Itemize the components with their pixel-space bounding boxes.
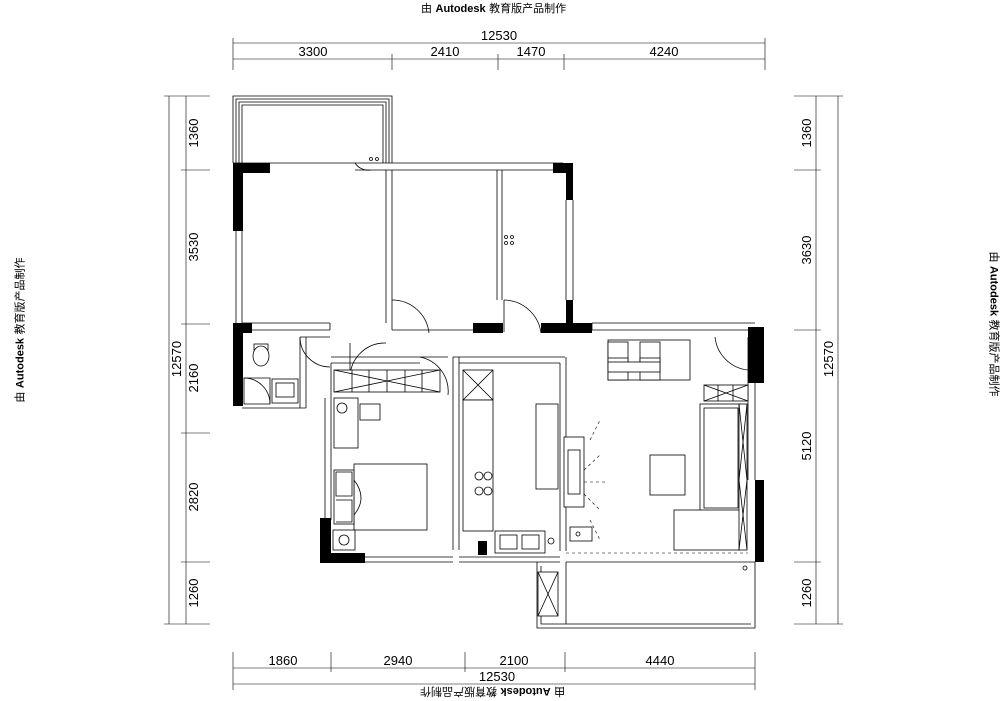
dim-bottom-segment: 4440 — [646, 653, 675, 668]
sofa-chaise-icon — [673, 509, 741, 551]
dimension-left: 12570 1360 3530 2160 2820 1260 — [164, 95, 210, 625]
dimension-right: 1360 3630 5120 1260 12570 — [794, 95, 843, 625]
dining-area — [607, 339, 691, 381]
walls-outline — [233, 162, 756, 629]
kitchen — [462, 369, 559, 554]
balcony-top — [232, 95, 393, 163]
dim-left-segment: 3530 — [186, 233, 201, 262]
desk-icon — [333, 397, 359, 449]
dim-bottom-segment: 2940 — [384, 653, 413, 668]
dim-right-total: 12570 — [821, 341, 836, 377]
stove-burner-icon — [483, 471, 493, 481]
dim-bottom-segment: 2100 — [500, 653, 529, 668]
stove-burner-icon — [483, 486, 493, 496]
dim-top-segment: 1470 — [517, 44, 546, 59]
dim-bottom-total: 12530 — [479, 669, 515, 684]
dim-top-segment: 4240 — [650, 44, 679, 59]
fixture-markers — [504, 235, 514, 245]
console-icon — [569, 526, 593, 542]
toilet-icon — [252, 345, 270, 367]
secondary-bedroom — [332, 369, 441, 551]
dim-top-total: 12530 — [481, 28, 517, 43]
dim-right-segment: 1360 — [799, 119, 814, 148]
watermark-prefix: 由 — [421, 2, 436, 15]
stove-burner-icon — [474, 486, 484, 496]
dim-top-segment: 3300 — [299, 44, 328, 59]
dim-top-segment: 2410 — [431, 44, 460, 59]
dim-left-segment: 1360 — [186, 119, 201, 148]
watermark-brand: Autodesk — [435, 3, 486, 15]
side-cabinet-icon — [738, 403, 748, 551]
dim-left-segment: 2820 — [186, 483, 201, 512]
stove-burner-icon — [474, 471, 484, 481]
dim-right-segment: 1260 — [799, 579, 814, 608]
watermark-suffix: 教育版产品制作 — [485, 2, 567, 15]
walls-solid — [233, 163, 764, 563]
dim-bottom-segment: 1860 — [269, 653, 298, 668]
chair-icon — [359, 403, 381, 421]
dim-right-segment: 5120 — [799, 432, 814, 461]
nightstand-icon — [333, 469, 355, 525]
dim-left-total: 12570 — [169, 341, 184, 377]
watermark-top: 由 Autodesk 教育版产品制作 — [421, 0, 566, 16]
dimension-top: 12530 3300 2410 1470 4240 — [232, 28, 766, 70]
bathroom — [243, 343, 299, 405]
plant-icon — [332, 529, 356, 551]
dim-right-segment: 3630 — [799, 236, 814, 265]
counter-right — [535, 403, 559, 490]
counter-left — [462, 399, 494, 532]
dim-left-segment: 2160 — [186, 364, 201, 393]
sink-icon — [494, 530, 546, 554]
living-room — [563, 384, 749, 571]
bed-icon — [353, 463, 428, 531]
balcony-south — [537, 571, 559, 617]
shower-tray-icon — [243, 377, 271, 405]
dim-left-segment: 1260 — [186, 579, 201, 608]
coffee-table-icon — [649, 454, 686, 496]
dimension-bottom: 1860 2940 2100 4440 12530 — [232, 652, 756, 690]
